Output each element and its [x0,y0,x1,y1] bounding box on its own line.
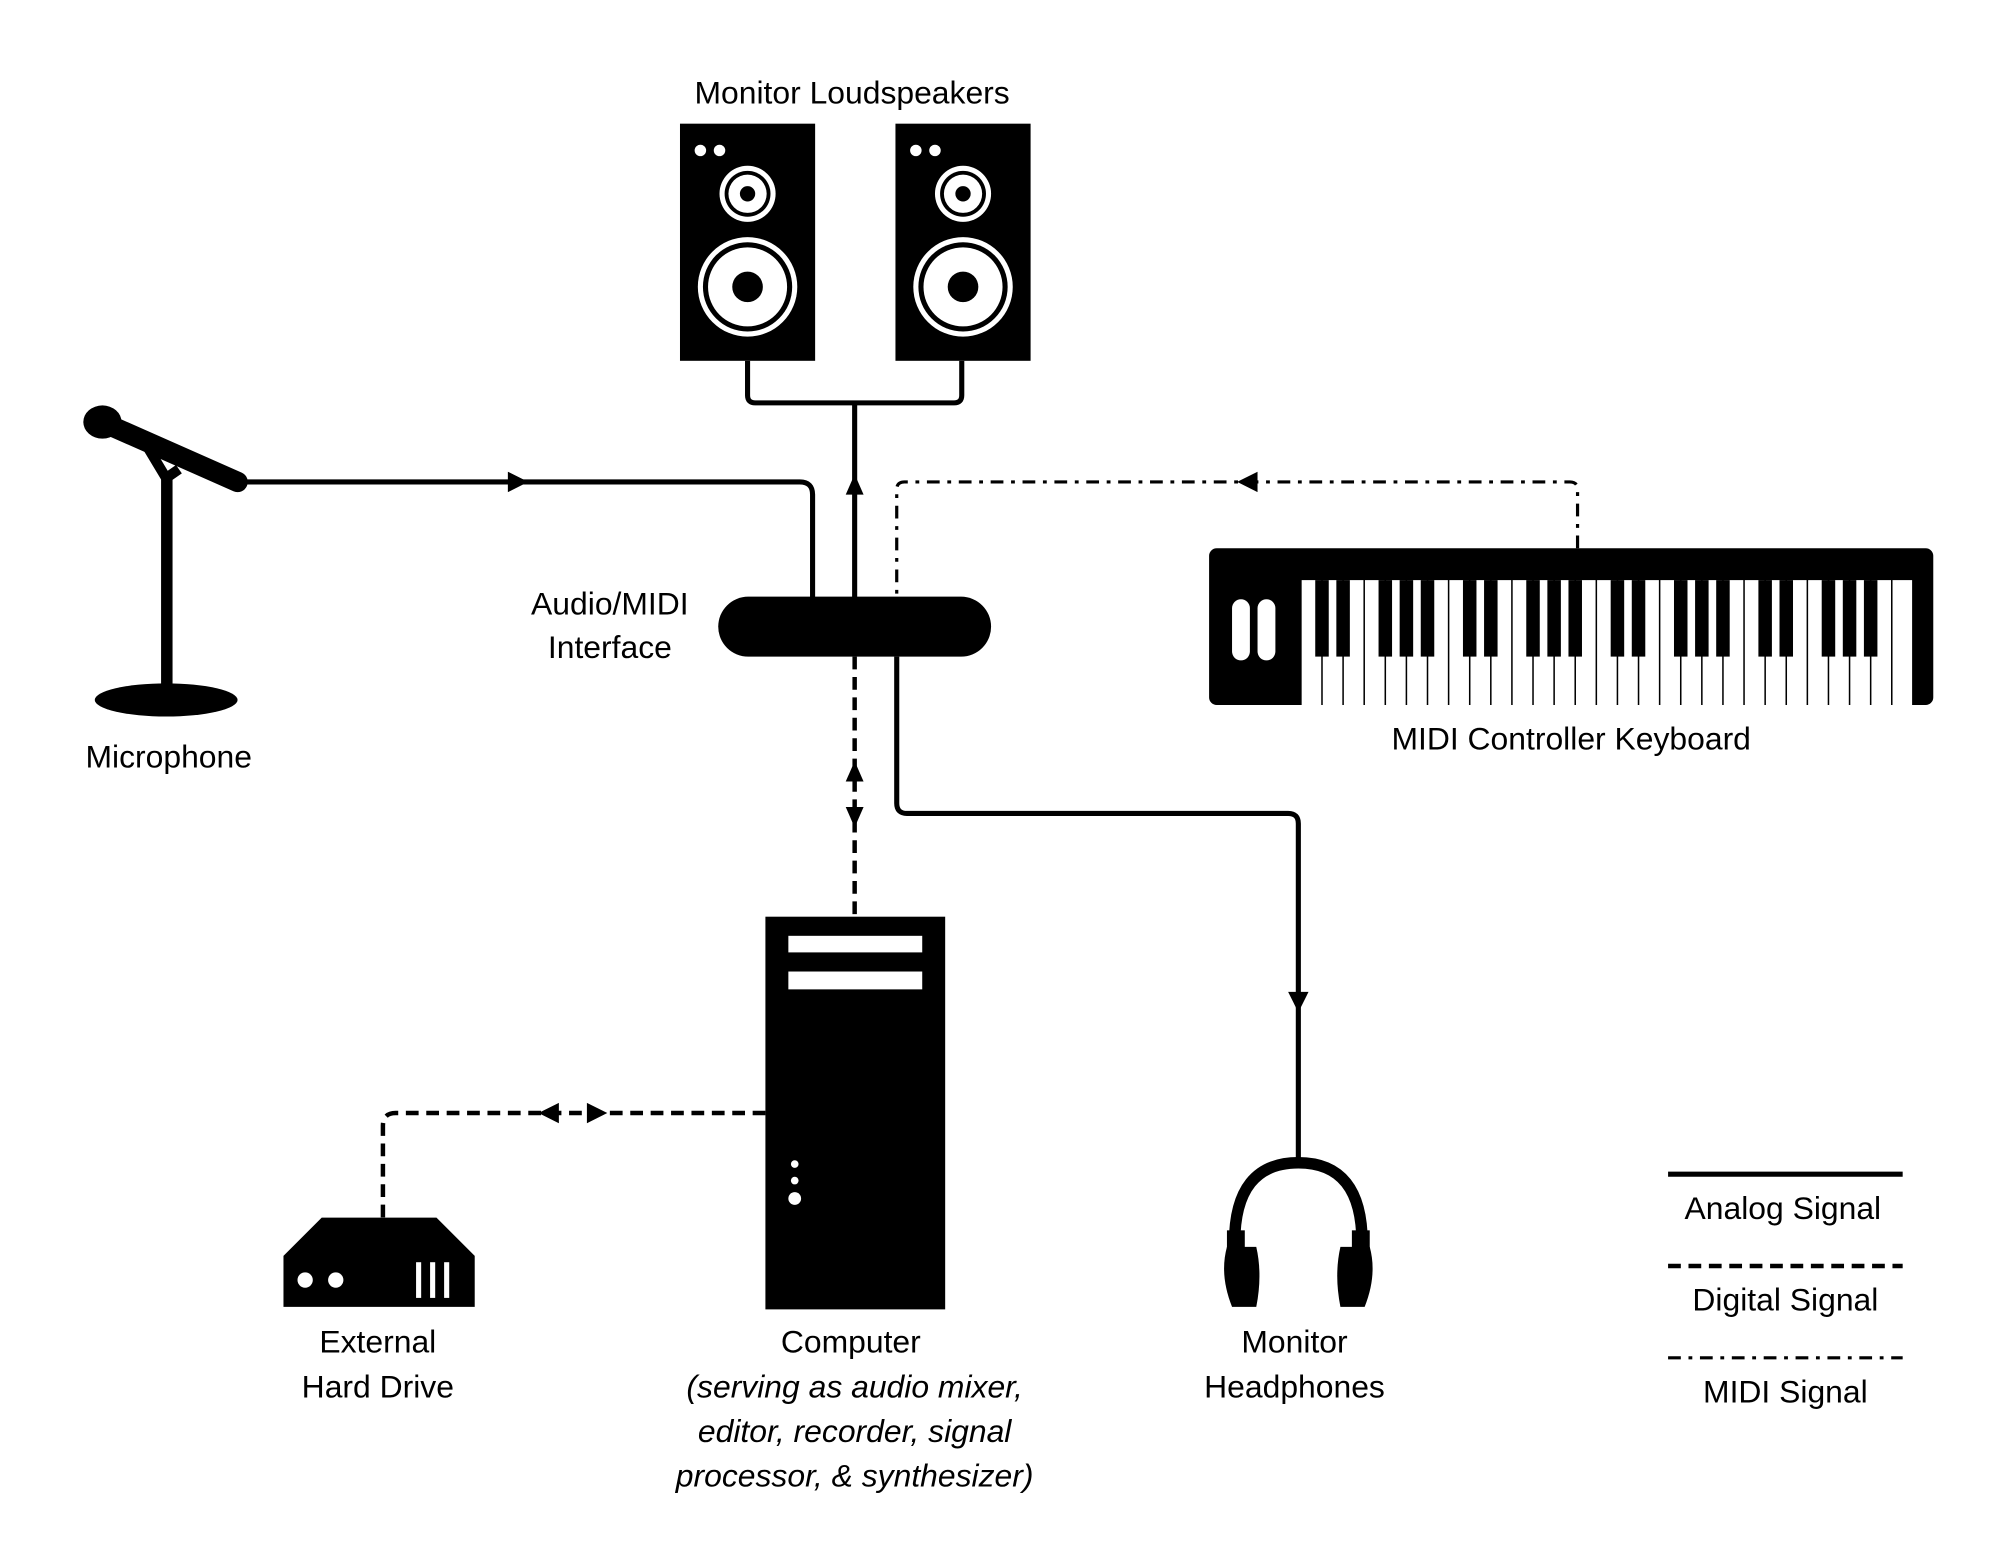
speaker-left-icon [679,123,816,361]
keyboard-label: MIDI Controller Keyboard [1391,721,1750,757]
black-key [1484,580,1498,657]
audio-midi-interface-icon [718,596,992,657]
black-key [1526,580,1540,657]
arrow-up-icon [845,474,864,495]
hard-drive-label-line1: External [319,1324,436,1360]
microphone-cable [242,471,816,600]
black-key [1420,580,1435,657]
black-key [1716,580,1730,657]
white-key [1892,580,1913,706]
black-key [1336,580,1350,657]
black-key [1462,580,1477,657]
headphones-icon [1224,1157,1373,1307]
arrow-up-icon [845,761,864,782]
black-key [1779,580,1794,657]
arrow-left-icon [1237,471,1258,493]
computer-label: Computer [781,1324,921,1360]
legend-analog-label: Analog Signal [1685,1190,1882,1226]
interface-label-line2: Interface [548,629,672,665]
midi-keyboard-icon [1209,548,1934,706]
arrow-down-icon [1288,991,1309,1013]
computer-icon [765,916,946,1310]
speaker-right-icon [895,123,1031,361]
legend-midi-label: MIDI Signal [1703,1373,1868,1409]
black-key [1399,580,1414,657]
arrow-left-icon [538,1102,559,1124]
arrow-right-icon [507,471,529,493]
black-key [1758,580,1772,657]
headphones-label-line1: Monitor [1241,1324,1348,1360]
hard-drive-cable [380,1102,766,1218]
black-key [1863,580,1878,657]
legend-digital-label: Digital Signal [1692,1282,1878,1318]
computer-note-line3: processor, & synthesizer) [675,1458,1034,1494]
speaker-cable [745,360,965,600]
black-key [1631,580,1646,657]
headphones-cable [894,656,1309,1163]
interface-label-line1: Audio/MIDI [531,586,689,622]
black-key [1842,580,1857,657]
legend: Analog Signal Digital Signal MIDI Signal [1668,1171,1903,1409]
midi-cable [895,471,1580,600]
hard-drive-icon [283,1217,475,1307]
black-key [1821,580,1836,657]
black-key [1315,580,1329,657]
arrow-right-icon [586,1102,608,1124]
microphone-icon [83,405,248,717]
interface-computer-cable [845,656,864,917]
black-key [1695,580,1709,657]
black-key [1568,580,1582,657]
black-key [1547,580,1561,657]
headphones-label-line2: Headphones [1204,1368,1385,1404]
black-key [1610,580,1625,657]
speakers-label: Monitor Loudspeakers [694,74,1009,110]
arrow-down-icon [845,807,864,828]
microphone-label: Microphone [85,739,251,775]
computer-note-line2: editor, recorder, signal [698,1413,1012,1449]
black-key [1378,580,1393,657]
computer-note-line1: (serving as audio mixer, [686,1368,1022,1404]
black-key [1673,580,1688,657]
hard-drive-label-line2: Hard Drive [302,1368,454,1404]
